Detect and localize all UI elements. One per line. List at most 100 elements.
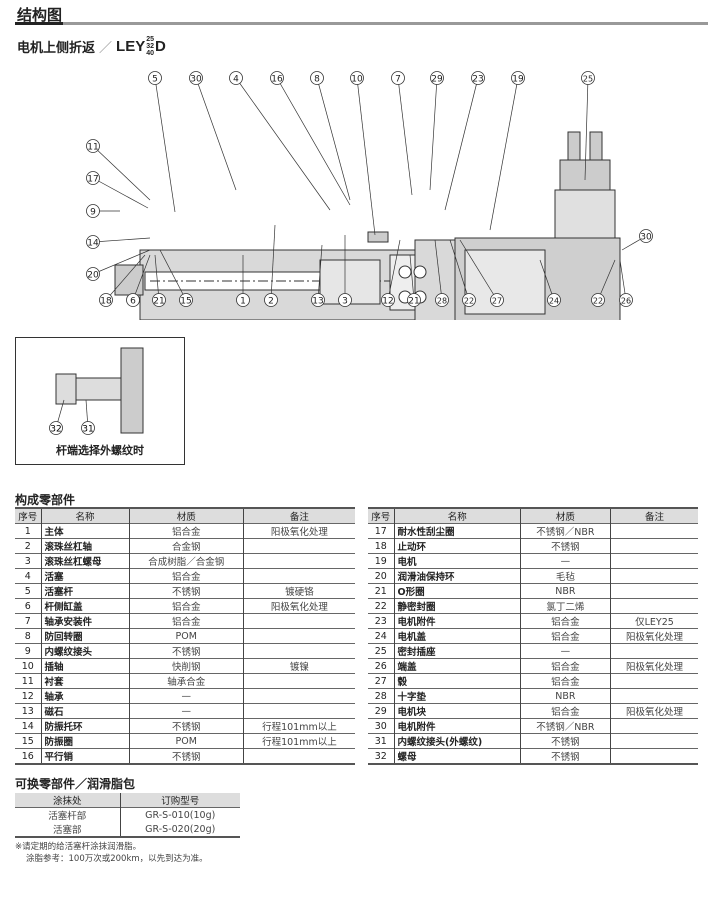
callout: 26: [619, 259, 633, 307]
callout-number: 18: [100, 297, 112, 307]
part-note: [243, 748, 355, 765]
part-material: 铝合金: [520, 658, 611, 674]
pin-shaft: [367, 231, 389, 243]
table-row: 14 防振托环 不锈钢 行程101mm以上: [15, 718, 355, 734]
callout-number: 15: [180, 297, 191, 307]
part-name: 轴承安装件: [41, 613, 130, 629]
table-row: 19 电机 —: [368, 553, 698, 569]
callout-number: 11: [87, 143, 98, 153]
part-note: 阳极氧化处理: [610, 658, 698, 674]
callout: 25: [581, 71, 595, 181]
callout-circle: [99, 293, 113, 307]
callout-circle: [264, 293, 278, 307]
callout-number: 2: [268, 297, 274, 307]
motor-block: [414, 239, 456, 320]
part-name: 主体: [41, 523, 130, 539]
callout-number: 20: [87, 271, 99, 281]
leader-line: [92, 145, 151, 201]
part-name: 螺母: [394, 748, 521, 765]
callout-circle: [639, 229, 653, 243]
part-number: 20: [368, 568, 395, 584]
callout-circle: [350, 71, 364, 85]
part-material: 铝合金: [520, 613, 611, 629]
table-row: 28 十字垫 NBR: [368, 688, 698, 704]
callout: 22: [591, 259, 616, 307]
table-row: 5 活塞杆 不锈钢 镀硬铬: [15, 583, 355, 599]
drawing-subtitle: 电机上侧折返 ／ LEY 25 32 40 D: [17, 36, 166, 57]
table-row: 4 活塞 铝合金: [15, 568, 355, 584]
part-note: 阳极氧化处理: [610, 703, 698, 719]
leader-line: [235, 77, 331, 211]
title-divider-accent: [15, 22, 63, 25]
callout-circle: [619, 293, 633, 307]
callout: 9: [86, 204, 120, 218]
part-name: 插轴: [41, 658, 130, 674]
part-material: 铝合金: [129, 568, 244, 584]
callout-number: 21: [408, 297, 419, 307]
callout-circle: [471, 71, 485, 85]
callout: 7: [391, 71, 413, 196]
table-row: 9 内螺纹接头 不锈钢: [15, 643, 355, 659]
part-note: [243, 568, 355, 584]
callout-circle: [86, 204, 100, 218]
callout-circle: [430, 71, 444, 85]
part-material: 毛毡: [520, 568, 611, 584]
part-material: 不锈钢: [520, 538, 611, 554]
callout-number: 13: [312, 297, 323, 307]
callout: 13: [311, 244, 325, 307]
table-row: 29 电机块 铝合金 阳极氧化处理: [368, 703, 698, 719]
subtitle-slash: ／: [99, 41, 113, 56]
table-row: 1 主体 铝合金 阳极氧化处理: [15, 523, 355, 539]
table-row: 31 内螺纹接头(外螺纹) 不锈钢: [368, 733, 698, 749]
part-name: 防振圈: [41, 733, 130, 749]
callout: 30: [189, 71, 237, 191]
callout-circle: [591, 293, 605, 307]
callout-circle: [547, 293, 561, 307]
callout-circle: [490, 293, 504, 307]
callout-number: 32: [50, 425, 61, 435]
leader-line: [316, 77, 351, 201]
leader-line: [539, 259, 555, 301]
table-row: 10 插轴 快削钢 镀镍: [15, 658, 355, 674]
callout-circle: [581, 71, 595, 85]
part-note: 行程101mm以上: [243, 718, 355, 734]
part-note: 行程101mm以上: [243, 733, 355, 749]
leader-line: [195, 77, 237, 191]
part-note: [243, 628, 355, 644]
actuator-body: [114, 131, 621, 320]
table-row: 18 止动环 不锈钢: [368, 538, 698, 554]
table-row: 8 防回转圈 POM: [15, 628, 355, 644]
part-note: [610, 643, 698, 659]
callout: 8: [310, 71, 351, 201]
leader-line: [159, 249, 187, 301]
model-prefix: LEY: [116, 38, 146, 55]
part-name: 毂: [394, 673, 521, 689]
table-row: 20 润滑油保持环 毛毡: [368, 568, 698, 584]
part-material: 不锈钢: [129, 643, 244, 659]
leader-line: [444, 77, 479, 211]
part-name: 润滑油保持环: [394, 568, 521, 584]
part-material: 合金钢: [129, 538, 244, 554]
grease-title: 可换零部件／润滑脂包: [15, 777, 136, 791]
part-number: 13: [15, 703, 42, 719]
parts-title: 构成零部件: [15, 493, 76, 507]
callout-number: 17: [87, 175, 98, 185]
callout-circle: [152, 293, 166, 307]
part-note: [610, 523, 698, 539]
model-sizes: 25 32 40: [146, 36, 154, 57]
parts-table-right: 序号名称材质备注 17 耐水性刮尘圈 不锈钢／NBR 18 止动环 不锈钢 19…: [368, 507, 698, 765]
part-note: [610, 598, 698, 614]
part-number: 29: [368, 703, 395, 719]
part-name: O形圈: [394, 583, 521, 599]
part-material: 铝合金: [520, 628, 611, 644]
part-note: [610, 673, 698, 689]
callout-circle: [81, 421, 95, 435]
part-name: 耐水性刮尘圈: [394, 523, 521, 539]
note-2: 涂脂参考：100万次或200km，以先到达为准。: [26, 854, 208, 864]
callout: 20: [86, 249, 151, 281]
leader-line: [92, 249, 151, 275]
table-header: 序号: [368, 507, 395, 524]
table-row: 22 静密封圈 氯丁二烯: [368, 598, 698, 614]
callout: 15: [159, 249, 193, 307]
callout: 18: [99, 254, 146, 307]
